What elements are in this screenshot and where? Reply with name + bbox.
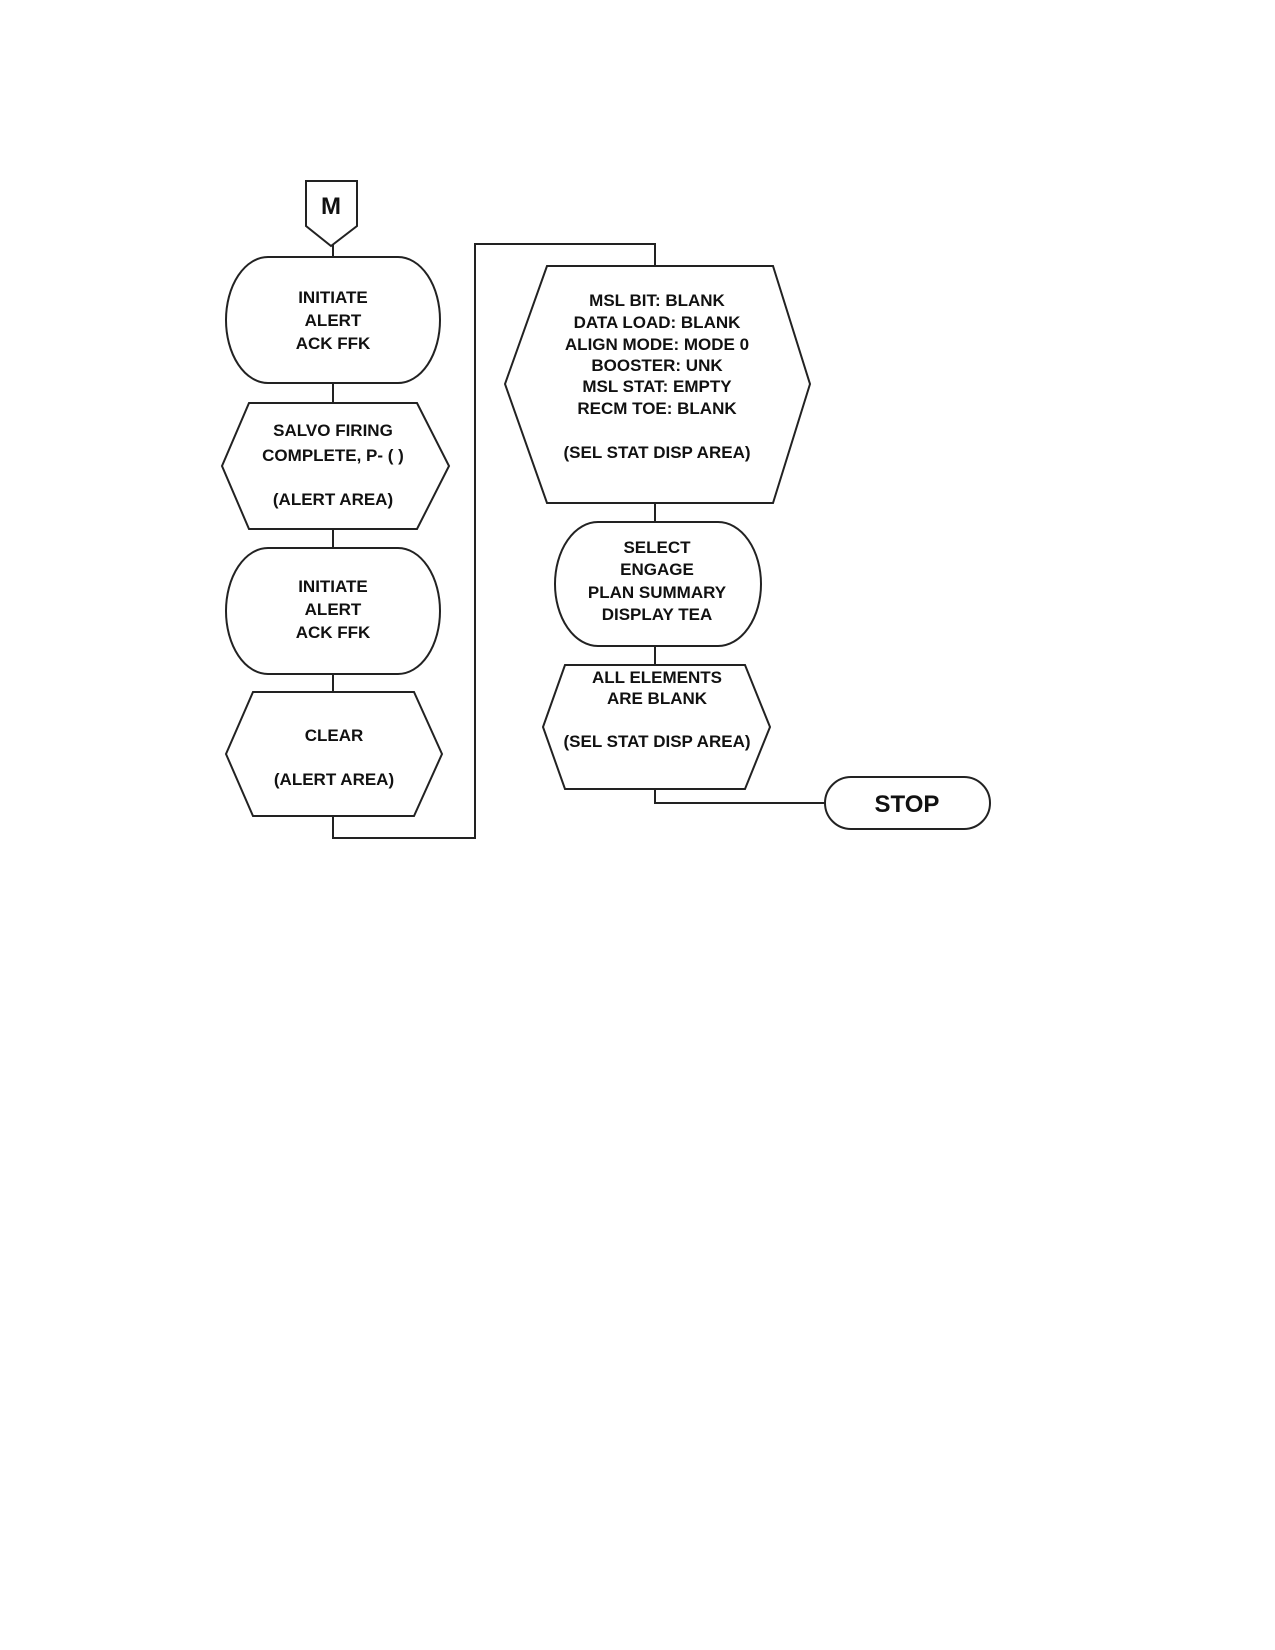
step-line: MSL STAT: EMPTY (582, 377, 732, 396)
step-select-engage-plan: SELECT ENGAGE PLAN SUMMARY DISPLAY TEA (554, 521, 762, 647)
stop-label: STOP (875, 791, 940, 818)
step-initiate-alert-1: INITIATE ALERT ACK FFK (225, 256, 441, 384)
step-line: COMPLETE, P- ( ) (262, 446, 404, 465)
step-line: ALERT (305, 600, 362, 619)
step-line: ARE BLANK (607, 689, 708, 708)
step-line: MSL BIT: BLANK (589, 291, 725, 310)
step-area-label: (SEL STAT DISP AREA) (563, 732, 750, 751)
step-all-elements-blank: ALL ELEMENTS ARE BLANK (SEL STAT DISP AR… (541, 664, 772, 790)
step-line: ACK FFK (296, 334, 371, 353)
step-line: BOOSTER: UNK (591, 356, 723, 375)
step-line: SELECT (623, 538, 691, 557)
step-line: ALIGN MODE: MODE 0 (565, 335, 749, 354)
step-line: ENGAGE (620, 560, 694, 579)
stop-terminator: STOP (824, 776, 991, 830)
step-line: INITIATE (298, 288, 368, 307)
step-line: ALL ELEMENTS (592, 668, 722, 687)
step-line: ALERT (305, 311, 362, 330)
step-area-label: (ALERT AREA) (274, 770, 394, 789)
step-area-label: (SEL STAT DISP AREA) (563, 443, 750, 462)
step-line: RECM TOE: BLANK (577, 399, 737, 418)
flow-lines (332, 243, 825, 839)
column-transfer-line (332, 243, 656, 839)
connector-label: M (321, 193, 341, 220)
step-line: DISPLAY TEA (602, 605, 713, 624)
step-salvo-firing-complete: SALVO FIRING COMPLETE, P- ( ) (ALERT ARE… (220, 402, 451, 530)
step-initiate-alert-2: INITIATE ALERT ACK FFK (225, 547, 441, 675)
step-line: INITIATE (298, 577, 368, 596)
flow-line-to-stop (654, 789, 825, 804)
offpage-connector-m: M (305, 180, 358, 248)
step-line: ACK FFK (296, 623, 371, 642)
step-line: SALVO FIRING (273, 421, 393, 440)
step-line: DATA LOAD: BLANK (574, 313, 742, 332)
step-sel-stat-display: MSL BIT: BLANK DATA LOAD: BLANK ALIGN MO… (503, 265, 812, 504)
step-line: CLEAR (305, 726, 364, 745)
step-line: PLAN SUMMARY (588, 583, 727, 602)
step-clear: CLEAR (ALERT AREA) (224, 691, 444, 817)
step-area-label: (ALERT AREA) (273, 490, 393, 509)
